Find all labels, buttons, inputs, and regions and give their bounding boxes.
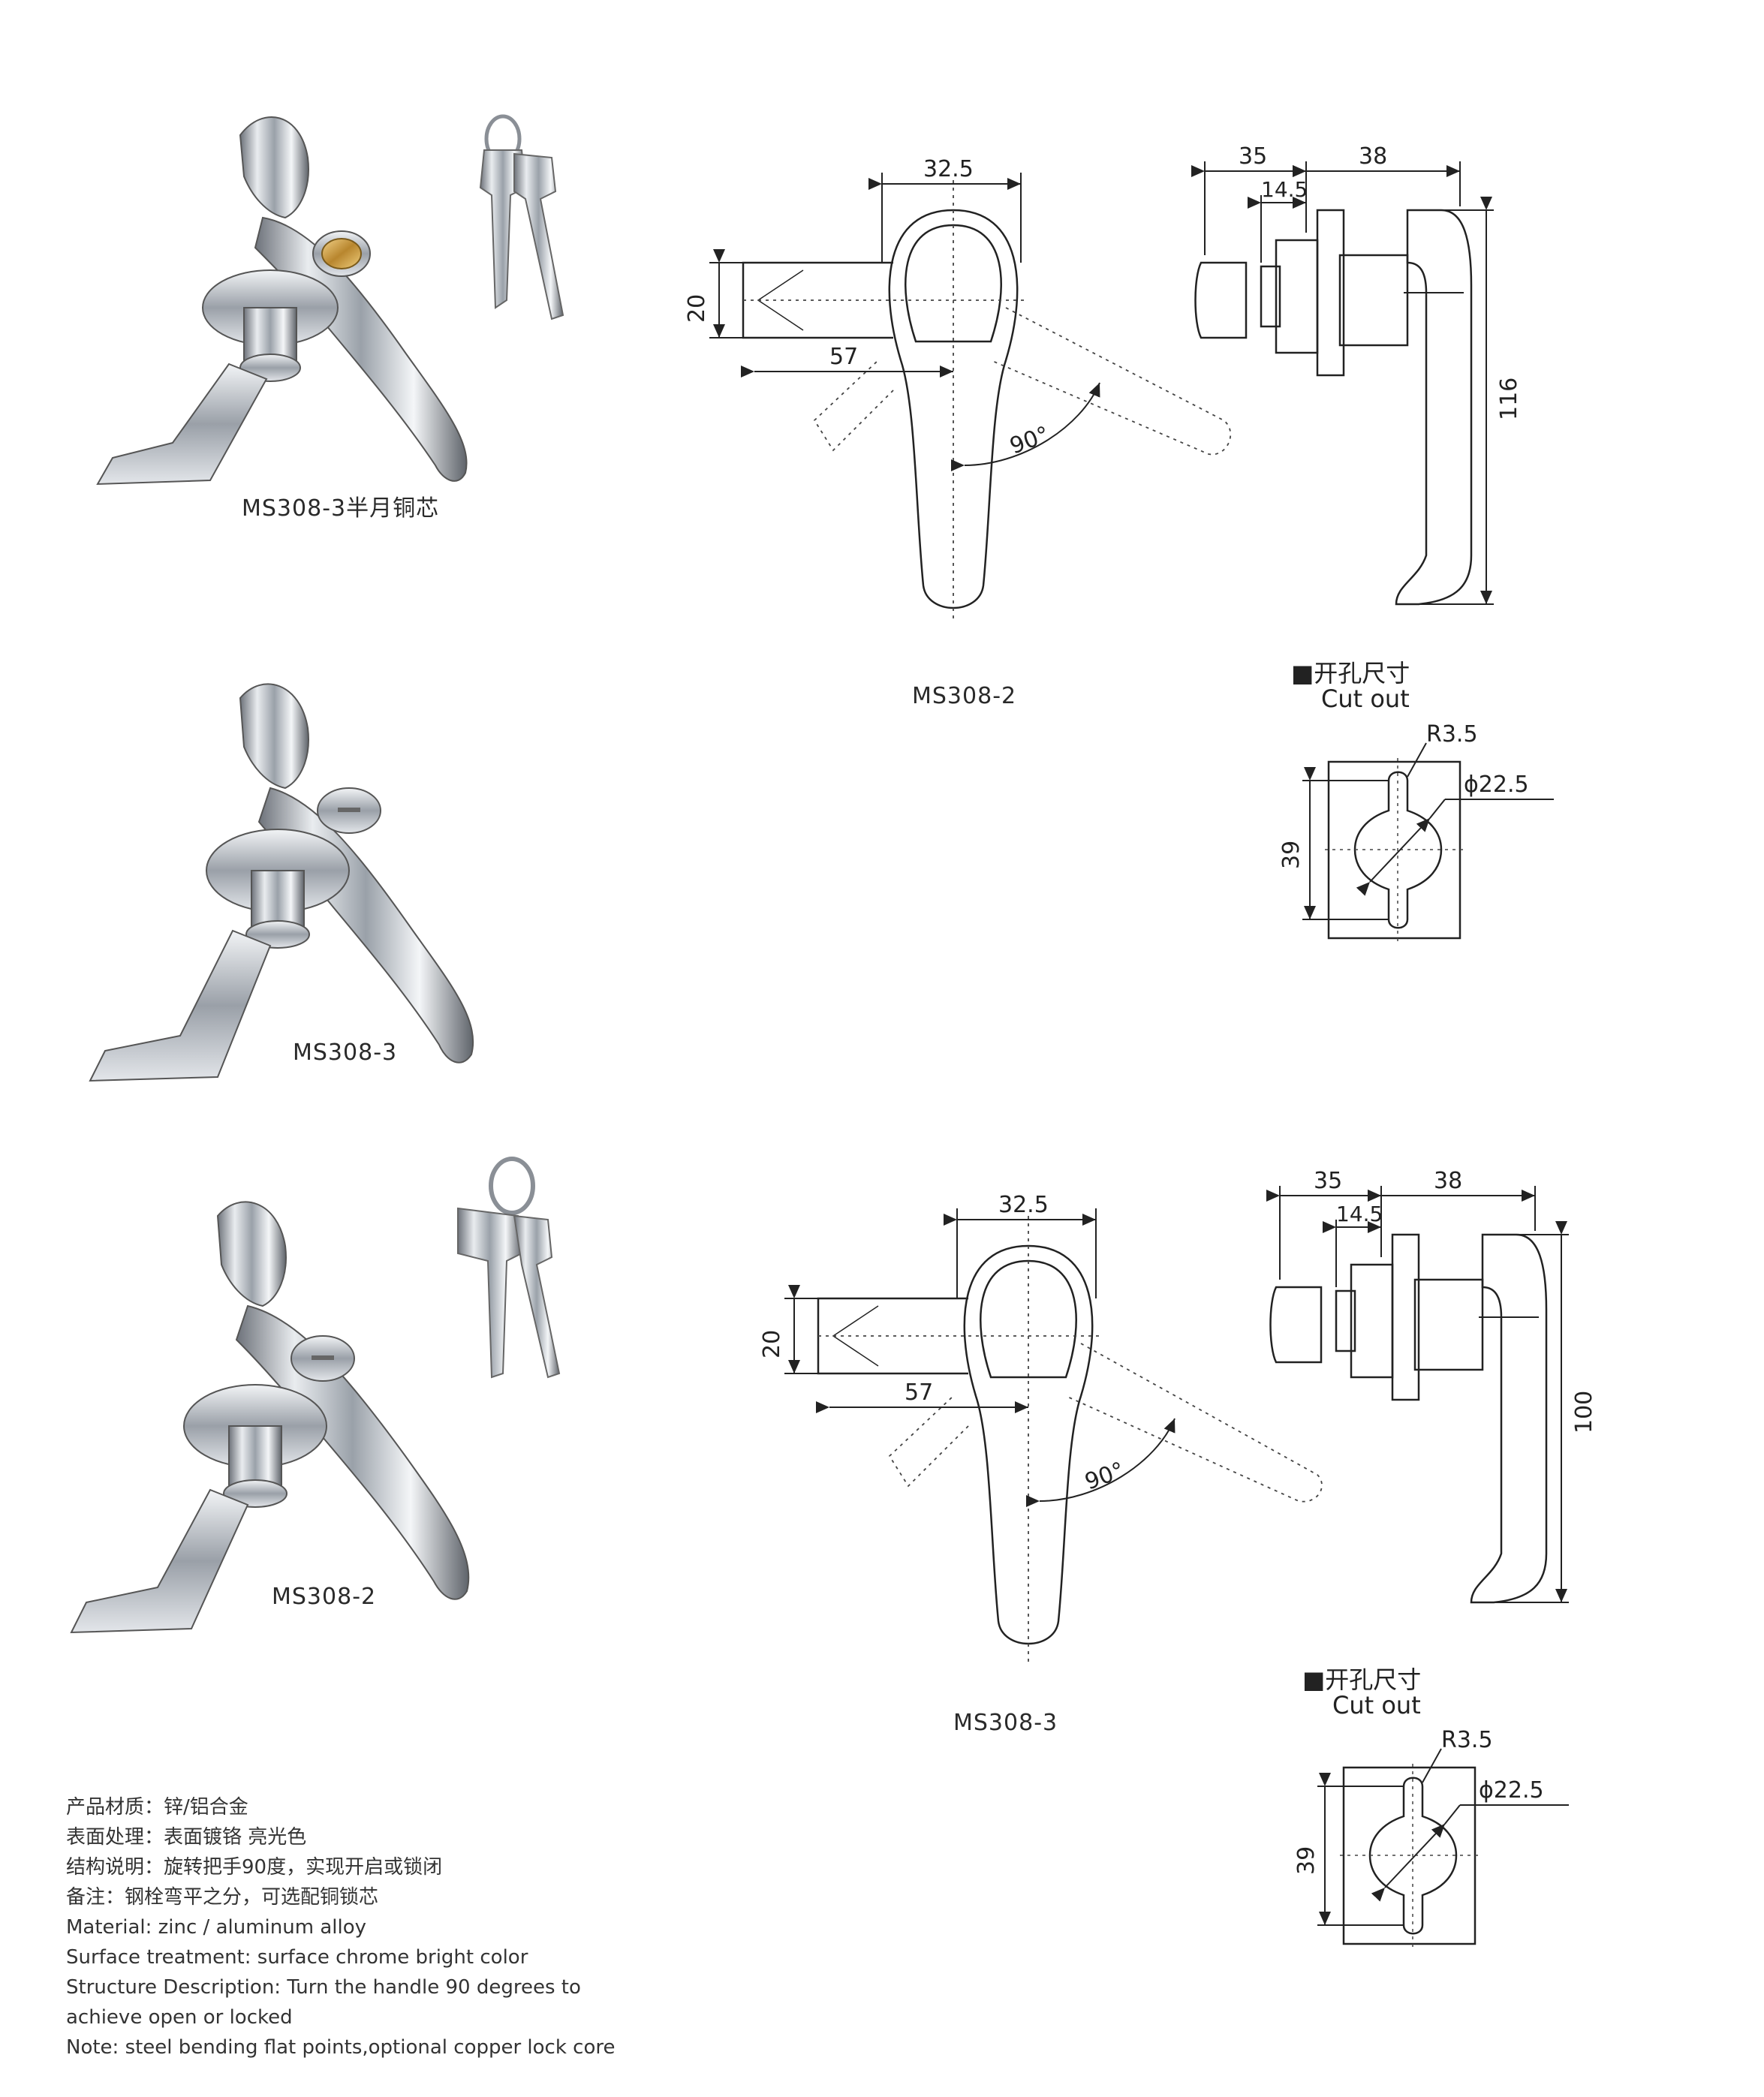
cutout-2-title-cn: ■开孔尺寸 [1302, 1665, 1422, 1694]
mounting-base [202, 269, 339, 382]
side-c-dim: 38 [1434, 1168, 1462, 1194]
side-c-dim: 38 [1359, 143, 1387, 170]
width-dim: 32.5 [923, 156, 974, 182]
spec-surface-cn: 表面处理：表面镀铬 亮光色 [66, 1826, 307, 1849]
side-nut [1350, 1263, 1394, 1379]
handle-inner [905, 224, 1002, 343]
side-washer [1335, 1289, 1356, 1352]
handle-outline [888, 209, 1019, 609]
side-height-dim: 116 [1496, 378, 1522, 420]
cam-bar [70, 1488, 249, 1634]
spec-note-cn: 备注：钢栓弯平之分，可选配铜锁芯 [66, 1886, 379, 1909]
product-photo-1 [96, 114, 564, 486]
cutout-1-title-cn: ■开孔尺寸 [1291, 659, 1410, 687]
product-photo-2 [89, 683, 474, 1082]
side-cam [1269, 1286, 1323, 1364]
side-shaft [1413, 1278, 1484, 1371]
keyhole-cover [317, 787, 381, 834]
cutout-2-title-en: Cut out [1332, 1691, 1421, 1719]
side-cam [1194, 261, 1248, 339]
side-b-dim: 14.5 [1336, 1202, 1383, 1226]
product-photo-3 [70, 1157, 561, 1634]
offset-dim: 57 [829, 344, 858, 370]
cutout-2-diameter-line [1371, 1823, 1446, 1902]
handle-inner [980, 1259, 1077, 1379]
spec-surface-en: Surface treatment: surface chrome bright… [66, 1946, 528, 1969]
rotation-arc [950, 382, 1100, 472]
product-label-3: MS308-2 [272, 1584, 377, 1610]
side-washer [1260, 265, 1281, 328]
spec-structure-en-2: achieve open or locked [66, 2006, 293, 2029]
top-side-drawing: 35 14.5 38 116 [1191, 143, 1522, 606]
cutout-2-radius: R3.5 [1441, 1727, 1493, 1753]
keys [457, 1157, 561, 1379]
keys [479, 114, 564, 320]
rotated-cam-ghost [813, 360, 894, 452]
offset-dim: 57 [905, 1379, 933, 1406]
mounting-base [183, 1384, 327, 1508]
cutout-1-drawing: R3.5 ϕ22.5 39 [1278, 721, 1554, 946]
rotated-cam-ghost [888, 1395, 969, 1488]
cutout-1-radius: R3.5 [1426, 721, 1478, 748]
height-dim: 20 [684, 294, 710, 323]
cutout-1-diameter-line [1356, 817, 1431, 896]
cutout-1-height: 39 [1278, 841, 1305, 869]
rotated-handle-ghost [990, 307, 1232, 456]
bottom-front-drawing: 32.5 20 57 90° [759, 1192, 1323, 1666]
side-a-dim: 35 [1239, 143, 1267, 170]
angle-dim: 90° [1007, 421, 1053, 459]
cam-bar [96, 363, 268, 486]
bottom-side-drawing: 35 14.5 38 100 [1266, 1168, 1597, 1604]
spec-note-en: Note: steel bending flat points,optional… [66, 2036, 616, 2059]
width-dim: 32.5 [998, 1192, 1049, 1218]
product-specs: 产品材质：锌/铝合金 表面处理：表面镀铬 亮光色 结构说明：旋转把手90度，实现… [66, 1792, 742, 2062]
top-front-drawing: 32.5 20 57 90° [684, 156, 1232, 623]
product-label-1: MS308-3半月铜芯 [242, 495, 440, 522]
height-dim: 20 [759, 1330, 785, 1358]
handle-outline [963, 1244, 1094, 1645]
side-b-dim: 14.5 [1261, 177, 1308, 202]
side-handle [1395, 209, 1473, 606]
rotation-arc [1025, 1418, 1175, 1508]
bottom-drawing-label: MS308-3 [953, 1710, 1058, 1736]
cutout-2-drawing: R3.5 ϕ22.5 39 [1293, 1727, 1569, 1951]
cutout-1-diameter: ϕ22.5 [1464, 772, 1529, 798]
side-height-dim: 100 [1571, 1391, 1597, 1434]
spec-material-en: Material: zinc / aluminum alloy [66, 1916, 366, 1939]
lever-handle [216, 1201, 470, 1600]
top-drawing-label: MS308-2 [912, 683, 1017, 709]
cutout-2-diameter: ϕ22.5 [1479, 1777, 1544, 1804]
angle-dim: 90° [1082, 1457, 1128, 1495]
spec-structure-en-1: Structure Description: Turn the handle 9… [66, 1976, 581, 1999]
lock-cylinder-brass [312, 230, 371, 277]
side-handle [1470, 1233, 1548, 1604]
spec-material-cn: 产品材质：锌/铝合金 [66, 1796, 248, 1819]
cam-bar [89, 929, 272, 1082]
rotated-handle-ghost [1065, 1343, 1323, 1503]
cutout-1-title-en: Cut out [1321, 684, 1410, 713]
side-nut [1275, 239, 1319, 354]
product-label-2: MS308-3 [293, 1039, 398, 1066]
cutout-2-height: 39 [1293, 1846, 1320, 1875]
spec-structure-cn: 结构说明：旋转把手90度，实现开启或锁闭 [66, 1856, 443, 1879]
keyhole-cover [290, 1335, 355, 1382]
side-a-dim: 35 [1314, 1168, 1342, 1194]
side-shaft [1338, 254, 1409, 347]
mounting-base [206, 829, 350, 949]
